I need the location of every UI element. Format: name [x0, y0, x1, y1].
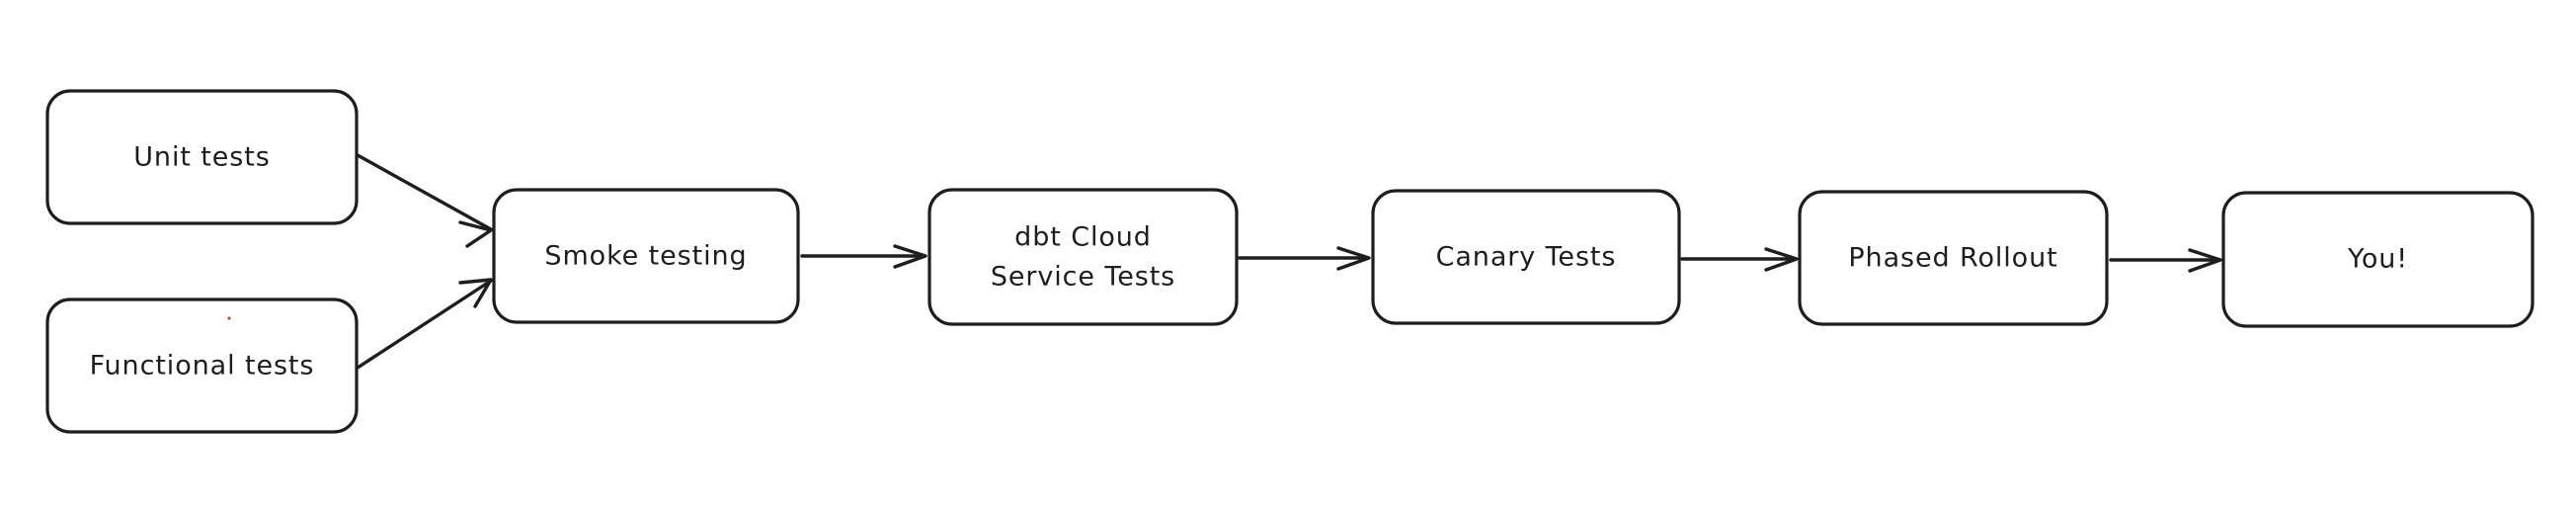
node-smoke-testing-shape[interactable] [492, 188, 800, 324]
edge-phased-to-you [2109, 248, 2222, 273]
edge-canary-to-phased [1680, 247, 1799, 272]
node-you-label: You! [2347, 244, 2408, 275]
red-speck-artifact [227, 316, 231, 320]
node-smoke-testing-label: Smoke testing [544, 241, 747, 272]
node-canary-tests[interactable]: Canary Tests [1371, 189, 1681, 325]
node-unit-tests-shape[interactable] [45, 89, 359, 225]
node-functional-tests[interactable]: Functional tests [45, 298, 359, 434]
node-functional-tests-label: Functional tests [90, 351, 315, 382]
node-dbt-cloud-service-tests-shape[interactable] [927, 188, 1239, 326]
edge-dbt-to-canary [1238, 246, 1371, 271]
edge-smoke-to-dbt [800, 244, 927, 269]
node-dbt-cloud-service-tests-label-line1: dbt Cloud [1014, 222, 1152, 253]
node-you[interactable]: You! [2221, 191, 2535, 328]
node-smoke-testing[interactable]: Smoke testing [492, 188, 800, 324]
edge-unit-to-smoke [356, 153, 493, 248]
node-dbt-cloud-service-tests[interactable]: dbt Cloud Service Tests [927, 188, 1239, 326]
edge-functional-to-smoke [356, 278, 493, 370]
node-unit-tests[interactable]: Unit tests [45, 89, 359, 225]
node-you-shape[interactable] [2221, 191, 2535, 328]
node-dbt-cloud-service-tests-label-line2: Service Tests [991, 262, 1175, 293]
node-phased-rollout-label: Phased Rollout [1848, 243, 2057, 274]
node-canary-tests-shape[interactable] [1371, 189, 1681, 325]
node-canary-tests-label: Canary Tests [1436, 242, 1617, 273]
node-phased-rollout[interactable]: Phased Rollout [1798, 190, 2109, 326]
node-unit-tests-label: Unit tests [133, 142, 270, 173]
node-phased-rollout-shape[interactable] [1798, 190, 2109, 326]
node-functional-tests-shape[interactable] [45, 298, 359, 434]
